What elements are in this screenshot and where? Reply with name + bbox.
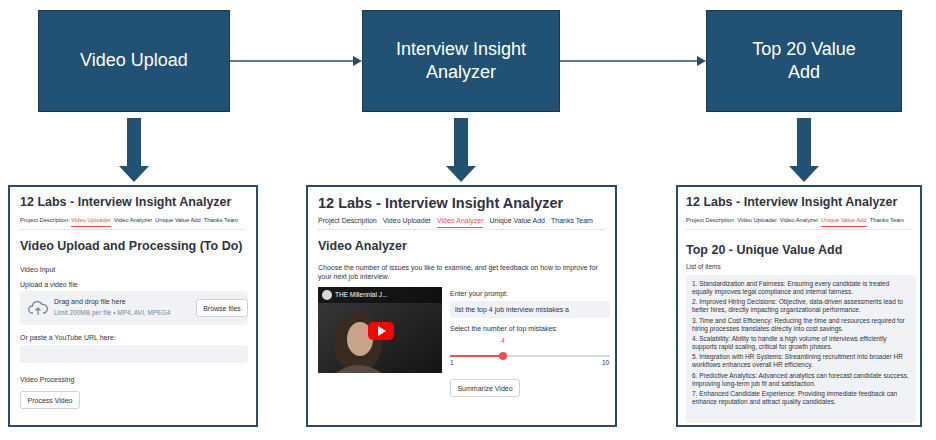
stage-box: Video Upload xyxy=(38,10,230,112)
list-item: 3. Time and Cost Efficiency: Reducing th… xyxy=(692,317,910,333)
app-screenshot: Project DescriptionVideo UploaderVideo A… xyxy=(8,185,258,427)
tab-divider xyxy=(686,229,912,230)
field-label: THE Millennial J... xyxy=(335,291,387,299)
arrow-head xyxy=(697,56,706,66)
stage-box: Interview Insight Analyzer xyxy=(362,10,560,112)
field-label: Video Input xyxy=(20,265,55,274)
flow-line xyxy=(560,60,697,62)
browse-button: Browse files xyxy=(196,299,248,317)
nav-tab: Video Analyzer xyxy=(437,217,484,228)
app-title: 12 Labs - Interview Insight Analyzer xyxy=(20,195,231,209)
list-item: 5. Integration with HR Systems: Streamli… xyxy=(692,353,910,369)
stage-box: Top 20 Value Add xyxy=(706,10,902,112)
button-label: Browse files xyxy=(203,305,241,312)
field-label: 10 xyxy=(602,359,609,367)
nav-tab: Unique Value Add xyxy=(155,217,201,227)
video-still xyxy=(318,287,442,373)
block-arrow xyxy=(119,118,149,182)
tab-divider xyxy=(318,229,605,230)
section-heading: Video Upload and Processing (To Do) xyxy=(20,239,242,253)
nav-tab: Unique Value Add xyxy=(489,217,545,228)
field-label: Select the number of top mistakes: xyxy=(450,324,558,333)
nav-tab: Video Uploader xyxy=(71,217,111,227)
value-list: 1. Standardization and Fairness: Ensurin… xyxy=(686,275,916,423)
field-label: 4 xyxy=(501,336,505,345)
block-arrow xyxy=(789,118,819,182)
app-screenshot: Project DescriptionVideo UploaderVideo A… xyxy=(306,185,617,427)
field-label: Drag and drop file here xyxy=(54,297,126,306)
tab-row: Project DescriptionVideo UploaderVideo A… xyxy=(20,217,238,227)
connector xyxy=(230,56,362,66)
app-title: 12 Labs - Interview Insight Analyzer xyxy=(318,195,563,211)
button-label: Process Video xyxy=(27,397,72,404)
nav-tab: Video Uploader xyxy=(737,217,777,227)
slider-track xyxy=(450,347,610,357)
nav-tab: Unique Value Add xyxy=(821,217,867,227)
tab-divider xyxy=(20,229,246,230)
nav-tab: Thanks Team xyxy=(870,217,904,227)
connector xyxy=(446,118,476,182)
arrow-head xyxy=(353,56,362,66)
connector xyxy=(560,56,706,66)
field-label: 1 xyxy=(450,359,454,367)
connector xyxy=(119,118,149,182)
field-label: Enter your prompt: xyxy=(450,289,508,298)
url-input xyxy=(20,345,248,363)
list-item: 2. Improved Hiring Decisions: Objective,… xyxy=(692,298,910,314)
field-label: Video Processing xyxy=(20,375,74,384)
process-button: Process Video xyxy=(20,391,80,409)
app-screenshot: Project DescriptionVideo UploaderVideo A… xyxy=(676,185,922,427)
nav-tab: Video Analyzer xyxy=(114,217,152,227)
nav-tab: Video Uploader xyxy=(383,217,431,228)
nav-tab: Project Description xyxy=(686,217,734,227)
app-title: 12 Labs - Interview Insight Analyzer xyxy=(686,195,897,209)
stage-label: Video Upload xyxy=(80,49,188,72)
nav-tab: Video Analyzer xyxy=(780,217,818,227)
tab-row: Project Description Video Uploader Video A… xyxy=(318,217,593,228)
nav-tab: Thanks Team xyxy=(204,217,238,227)
button-label: Summarize Video xyxy=(457,385,512,392)
field-label: Choose the number of issues you like to … xyxy=(318,263,610,281)
list-item: 7. Enhanced Candidate Experience: Provid… xyxy=(692,390,910,406)
field-label: Limit 200MB per file • MP4, AVI, MPEG4 xyxy=(54,309,170,317)
prompt-input: list the top 4 job interview mistakes a xyxy=(450,301,610,318)
field-label: List of items xyxy=(686,263,721,271)
list-item: 6. Predictive Analytics: Advanced analyt… xyxy=(692,372,910,388)
input-text: list the top 4 job interview mistakes a xyxy=(455,306,569,313)
nav-tab: Project Description xyxy=(20,217,68,227)
video-thumbnail: THE Millennial J... xyxy=(318,287,442,373)
section-heading: Video Analyzer xyxy=(318,239,407,253)
upload-dropzone: Drag and drop file hereLimit 200MB per f… xyxy=(20,291,248,325)
upload-icon xyxy=(28,299,48,317)
field-label: Or paste a YouTube URL here: xyxy=(20,333,116,342)
list-item: 1. Standardization and Fairness: Ensurin… xyxy=(692,280,910,296)
stage-label: Interview Insight Analyzer xyxy=(376,38,546,85)
tab-row: Project DescriptionVideo UploaderVideo A… xyxy=(686,217,904,227)
nav-tab: Thanks Team xyxy=(551,217,593,228)
field-label: Upload a video file xyxy=(20,280,78,289)
block-arrow xyxy=(446,118,476,182)
connector xyxy=(789,118,819,182)
list-item: 4. Scalability: Ability to handle a high… xyxy=(692,335,910,351)
nav-tab: Project Description xyxy=(318,217,377,228)
summarize-button: Summarize Video xyxy=(450,379,520,397)
flow-line xyxy=(230,60,353,62)
stage-label: Top 20 Value Add xyxy=(749,38,859,85)
section-heading: Top 20 - Unique Value Add xyxy=(686,243,842,257)
